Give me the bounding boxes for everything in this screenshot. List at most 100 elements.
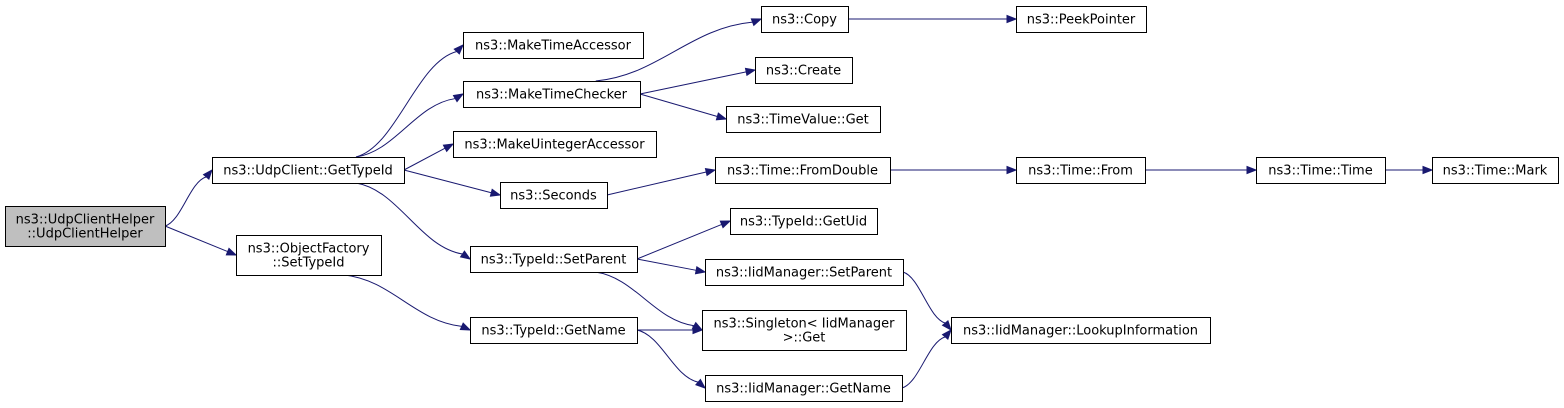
- edge-time-fromdouble-to-time-from: [890, 165, 1018, 175]
- node-typeid-setparent[interactable]: ns3::TypeId::SetParent: [470, 246, 638, 273]
- arrowhead: [202, 168, 213, 180]
- edge-udpclient-gettypeid-to-typeid-setparent: [355, 182, 472, 260]
- edge-line: [595, 21, 753, 82]
- node-label: ns3::Copy: [772, 13, 837, 28]
- edge-line: [636, 329, 699, 383]
- edge-udpclienthelper-to-objectfactory-settypeid: [164, 225, 238, 256]
- node-maketimeaccessor[interactable]: ns3::MakeTimeAccessor: [463, 32, 644, 59]
- node-create[interactable]: ns3::Create: [755, 57, 853, 84]
- node-label: ns3::Seconds: [510, 189, 597, 204]
- edge-copy-to-peekpointer: [848, 14, 1018, 24]
- node-box: [730, 208, 878, 235]
- node-label: ns3::Time::Mark: [1443, 164, 1548, 179]
- node-label: ns3::Create: [766, 64, 841, 79]
- node-label: ns3::MakeTimeAccessor: [475, 39, 632, 54]
- edge-objectfactory-settypeid-to-typeid-getname: [344, 274, 472, 331]
- arrowhead: [1006, 14, 1018, 24]
- edge-time-time-to-time-mark: [1385, 165, 1434, 175]
- node-maketimechecker[interactable]: ns3::MakeTimeChecker: [463, 81, 641, 108]
- node-label: ns3::PeekPointer: [1027, 13, 1136, 28]
- node-box: [726, 106, 881, 133]
- arrowhead: [941, 319, 952, 332]
- node-box: [702, 310, 907, 351]
- edge-typeid-getname-to-singleton-get: [637, 325, 704, 335]
- arrowhead: [1422, 165, 1434, 175]
- edge-line: [636, 258, 697, 271]
- node-copy[interactable]: ns3::Copy: [761, 6, 849, 33]
- arrowhead: [941, 328, 952, 340]
- node-box: [463, 32, 644, 59]
- node-label: ns3::MakeTimeChecker: [476, 88, 628, 103]
- node-label: ns3::Time::From: [1028, 164, 1133, 179]
- arrowhead: [489, 188, 502, 197]
- edge-udpclient-gettypeid-to-seconds: [403, 169, 502, 197]
- node-label: ns3::TypeId::GetUid: [740, 215, 867, 230]
- edge-maketimechecker-to-timevalue-get: [639, 93, 728, 121]
- node-objectfactory-settypeid[interactable]: ns3::ObjectFactory::SetTypeId: [236, 235, 382, 276]
- arrowhead: [459, 250, 472, 260]
- arrowhead: [715, 112, 728, 121]
- node-label: >::Get: [783, 331, 826, 346]
- node-typeid-getname[interactable]: ns3::TypeId::GetName: [470, 317, 638, 344]
- node-time-fromdouble[interactable]: ns3::Time::FromDouble: [715, 157, 891, 184]
- edge-line: [355, 51, 457, 158]
- node-box: [755, 57, 853, 84]
- edge-line: [636, 223, 722, 260]
- edge-udpclienthelper-to-udpclient-gettypeid: [164, 168, 213, 227]
- arrowhead: [1006, 165, 1018, 175]
- node-box: [470, 246, 638, 273]
- edge-typeid-getname-to-iidmanager-getname: [636, 329, 707, 389]
- node-time-time[interactable]: ns3::Time::Time: [1256, 157, 1386, 184]
- node-makeuintegeraccessor[interactable]: ns3::MakeUintegerAccessor: [453, 131, 657, 158]
- arrowhead: [453, 44, 464, 55]
- node-label: ns3::TypeId::SetParent: [481, 253, 627, 268]
- edge-seconds-to-time-fromdouble: [606, 168, 717, 196]
- node-udpclienthelper[interactable]: ns3::UdpClientHelper::UdpClientHelper: [5, 206, 166, 247]
- edge-time-from-to-time-time: [1145, 165, 1258, 175]
- node-singleton-get[interactable]: ns3::Singleton< IidManager>::Get: [702, 310, 907, 351]
- edge-line: [344, 274, 462, 327]
- edge-udpclient-gettypeid-to-makeuintegeraccessor: [403, 143, 455, 171]
- arrowhead: [225, 247, 238, 256]
- node-box: [453, 131, 657, 158]
- node-label: ::SetTypeId: [272, 256, 344, 271]
- arrowhead: [704, 168, 717, 177]
- edge-line: [606, 171, 707, 196]
- node-time-from[interactable]: ns3::Time::From: [1016, 157, 1146, 184]
- edge-line: [355, 182, 463, 255]
- edge-maketimechecker-to-copy: [595, 18, 763, 82]
- node-box: [1256, 157, 1386, 184]
- node-label: ns3::Time::FromDouble: [727, 164, 878, 179]
- node-label: ns3::ObjectFactory: [248, 242, 370, 257]
- node-timevalue-get[interactable]: ns3::TimeValue::Get: [726, 106, 881, 133]
- node-iidmanager-getname[interactable]: ns3::IidManager::GetName: [705, 375, 903, 402]
- node-peekpointer[interactable]: ns3::PeekPointer: [1016, 6, 1147, 33]
- edge-line: [355, 98, 456, 158]
- edge-typeid-setparent-to-typeid-getuid: [636, 220, 732, 260]
- node-typeid-getuid[interactable]: ns3::TypeId::GetUid: [730, 208, 878, 235]
- node-box: [761, 6, 849, 33]
- node-box: [705, 375, 903, 402]
- arrowhead: [695, 378, 707, 389]
- node-box: [500, 182, 608, 209]
- arrowhead: [442, 143, 455, 153]
- node-box: [212, 157, 405, 184]
- edge-udpclient-gettypeid-to-maketimechecker: [355, 93, 465, 158]
- edge-line: [902, 271, 946, 324]
- node-box: [463, 81, 641, 108]
- node-seconds[interactable]: ns3::Seconds: [500, 182, 608, 209]
- node-iidmanager-setparent[interactable]: ns3::IidManager::SetParent: [705, 259, 904, 286]
- node-label: ns3::UdpClientHelper: [16, 213, 155, 228]
- arrowhead: [719, 220, 732, 229]
- node-udpclient-gettypeid[interactable]: ns3::UdpClient::GetTypeId: [212, 157, 405, 184]
- edge-line: [639, 93, 718, 117]
- arrowhead: [459, 322, 472, 331]
- edge-line: [595, 271, 695, 327]
- node-iidmanager-lookupinformation[interactable]: ns3::IidManager::LookupInformation: [951, 317, 1211, 344]
- node-time-mark[interactable]: ns3::Time::Mark: [1432, 157, 1559, 184]
- edge-line: [639, 71, 747, 95]
- arrowhead: [452, 93, 465, 103]
- node-label: ns3::TimeValue::Get: [737, 113, 869, 128]
- node-box: [5, 206, 166, 247]
